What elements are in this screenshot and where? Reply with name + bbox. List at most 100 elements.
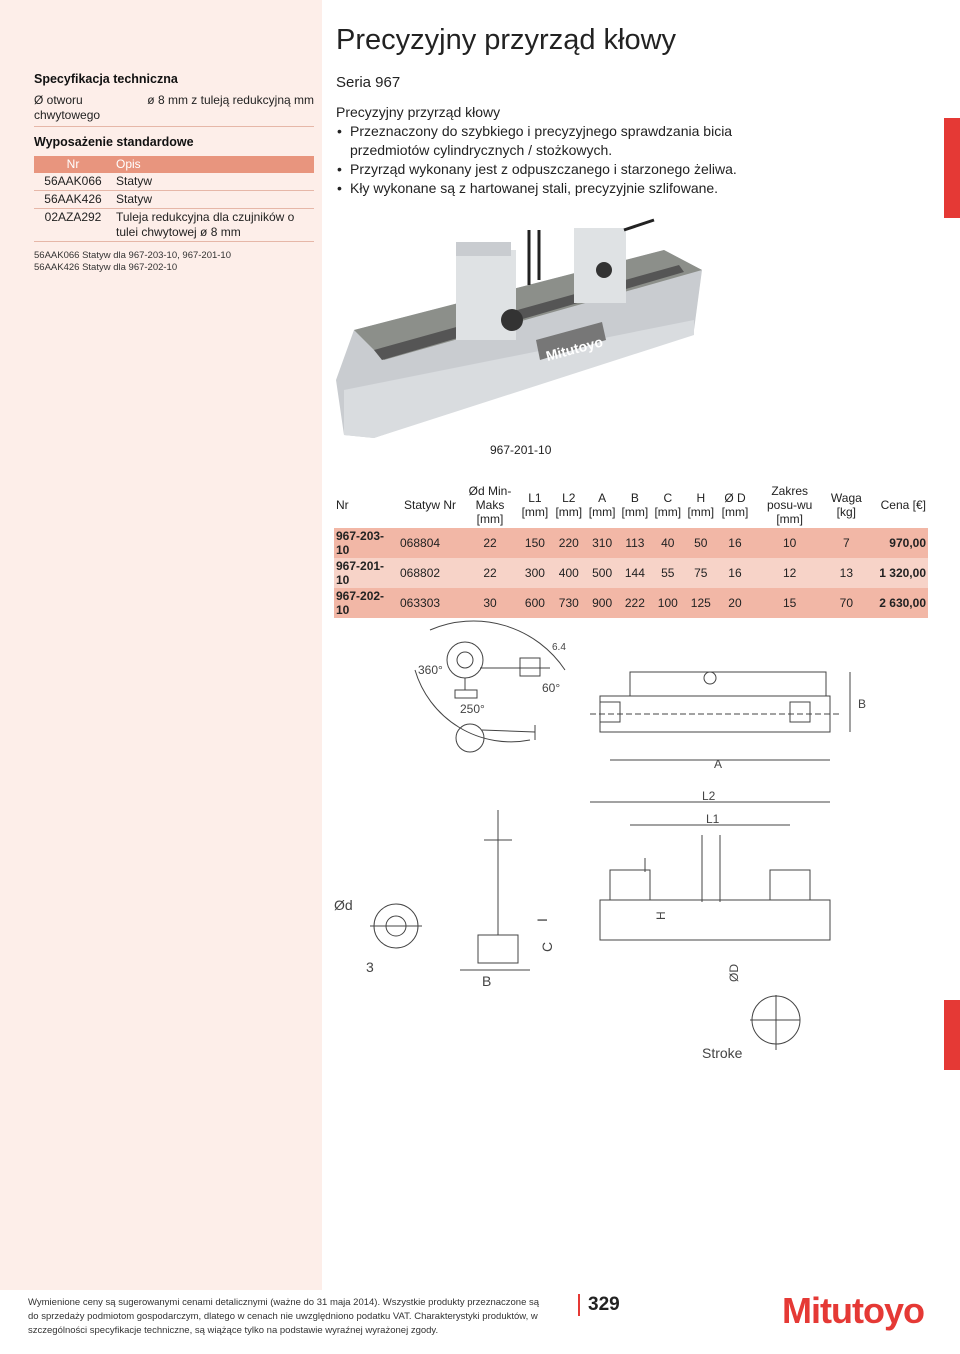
col-header: L2 [mm] xyxy=(555,491,583,519)
cell: 15 xyxy=(783,596,797,610)
cell: 150 xyxy=(524,536,545,550)
cell: 16 xyxy=(728,566,742,580)
label-B-side: B xyxy=(482,973,491,989)
cell: 50 xyxy=(694,536,708,550)
col-header: C [mm] xyxy=(654,491,682,519)
equipment-heading: Wyposażenie standardowe xyxy=(34,135,194,149)
series-label: Seria 967 xyxy=(336,74,401,91)
equipment-desc: Statyw xyxy=(112,173,314,191)
equipment-nr: 56AAK066 xyxy=(34,173,112,191)
equipment-table: Nr Opis 56AAK066 Statyw 56AAK426 Statyw … xyxy=(34,156,314,242)
col-header: A [mm] xyxy=(588,491,616,519)
table-row: 56AAK066 Statyw xyxy=(34,173,314,191)
col-header: Nr xyxy=(336,498,349,512)
label-I: I xyxy=(534,918,550,922)
page-number: 329 xyxy=(578,1294,620,1316)
cell: 730 xyxy=(558,596,579,610)
feature-item: Przeznaczony do szybkiego i precyzyjnego… xyxy=(337,122,756,160)
cell: 22 xyxy=(483,536,497,550)
description-intro: Precyzyjny przyrząd kłowy xyxy=(336,104,501,120)
cell: 068802 xyxy=(400,566,441,580)
cell: 10 xyxy=(783,536,797,550)
cell: 500 xyxy=(592,566,613,580)
label-3: 3 xyxy=(366,959,374,975)
cell: 967-201-10 xyxy=(336,559,385,587)
label-L1: L1 xyxy=(706,812,720,826)
feature-item: Kły wykonane są z hartowanej stali, prec… xyxy=(337,179,756,198)
label-D: ØD xyxy=(727,964,741,982)
spec-row: Ø otworu chwytowego ø 8 mm z tuleją redu… xyxy=(34,93,314,127)
label-360: 360° xyxy=(418,663,443,677)
brand-logo: Mitutoyo xyxy=(782,1290,925,1331)
col-header: L1 [mm] xyxy=(521,491,549,519)
technical-drawings: 360° 250° 60° 6.4 A B L2 L1 H ØD Stroke … xyxy=(334,620,866,1061)
cell: 40 xyxy=(661,536,675,550)
label-60: 60° xyxy=(542,681,560,695)
label-A: A xyxy=(714,757,722,771)
sidebar: Specyfikacja techniczna Ø otworu chwytow… xyxy=(0,0,322,1290)
col-header: Zakres posu-wu [mm] xyxy=(767,484,813,526)
sidebar-note: 56AAK066 Statyw dla 967-203-10, 967-201-… xyxy=(34,250,231,261)
label-C: C xyxy=(539,942,555,952)
col-header: Cena [€] xyxy=(880,498,926,512)
cell: 967-202-10 xyxy=(336,589,385,617)
edge-tab xyxy=(944,1000,960,1070)
cell: 13 xyxy=(839,566,854,580)
cell: 75 xyxy=(694,566,708,580)
cell: 22 xyxy=(483,566,497,580)
equipment-desc: Tuleja redukcyjna dla czujników o tulei … xyxy=(112,208,314,242)
equipment-nr: 56AAK426 xyxy=(34,190,112,209)
col-header: Ød Min-Maks [mm] xyxy=(468,484,512,526)
table-row: 02AZA292 Tuleja redukcyjna dla czujników… xyxy=(34,208,314,242)
cell: 70 xyxy=(839,596,854,610)
label-L2: L2 xyxy=(702,789,716,803)
description: Precyzyjny przyrząd kłowy Przeznaczony d… xyxy=(336,103,756,198)
photo-caption: 967-201-10 xyxy=(490,443,552,457)
col-header: H [mm] xyxy=(687,491,715,519)
sidebar-note: 56AAK426 Statyw dla 967-202-10 xyxy=(34,262,178,273)
col-header: B [mm] xyxy=(621,491,649,519)
label-d: Ød xyxy=(334,897,353,913)
cell: 7 xyxy=(843,536,850,550)
cell: 1 320,00 xyxy=(879,566,926,580)
cell: 16 xyxy=(728,536,742,550)
col-header: Statyw Nr xyxy=(403,498,456,512)
spec-heading: Specyfikacja techniczna xyxy=(34,72,178,86)
cell: 310 xyxy=(592,536,613,550)
cell: 063303 xyxy=(400,596,441,610)
cell: 068804 xyxy=(400,536,441,550)
feature-item: Przyrząd wykonany jest z odpuszczanego i… xyxy=(337,160,756,179)
spec-label: Ø otworu chwytowego xyxy=(34,93,101,122)
cell: 30 xyxy=(483,596,497,610)
label-64: 6.4 xyxy=(552,642,566,653)
cell: 600 xyxy=(524,596,545,610)
cell: 220 xyxy=(558,536,579,550)
cell: 20 xyxy=(728,596,742,610)
table-row: 56AAK426 Statyw xyxy=(34,190,314,209)
table-row: 967-203-10 068804 22 150 220 310 113 40 50 16 10 7 9… xyxy=(334,528,928,558)
cell: 125 xyxy=(690,596,711,610)
equipment-nr: 02AZA292 xyxy=(34,208,112,242)
cell: 400 xyxy=(558,566,579,580)
label-B-top: B xyxy=(858,697,866,711)
page-title: Precyzyjny przyrząd kłowy xyxy=(336,24,677,56)
col-header: Ø D [mm] xyxy=(721,491,749,519)
cell: 2 630,00 xyxy=(879,596,926,610)
edge-tab xyxy=(944,118,960,218)
equipment-desc: Statyw xyxy=(112,190,314,209)
equipment-header-opis: Opis xyxy=(112,156,314,173)
cell: 144 xyxy=(624,566,645,580)
product-table: Nr Statyw Nr Ød Min-Maks [mm] L1 [mm] L2… xyxy=(334,482,928,618)
equipment-header-nr: Nr xyxy=(34,156,112,173)
cell: 300 xyxy=(524,566,545,580)
product-photo: Mitutoyo xyxy=(336,218,702,438)
cell: 970,00 xyxy=(889,536,926,550)
cell: 900 xyxy=(592,596,613,610)
footer-disclaimer: Wymienione ceny są sugerowanymi cenami d… xyxy=(28,1297,540,1336)
cell: 113 xyxy=(625,536,645,550)
cell: 967-203-10 xyxy=(336,529,385,557)
sidebar-notes: 56AAK066 Statyw dla 967-203-10, 967-201-… xyxy=(34,250,314,274)
cell: 100 xyxy=(657,596,678,610)
spec-value: ø 8 mm z tuleją redukcyjną mm xyxy=(147,93,314,107)
